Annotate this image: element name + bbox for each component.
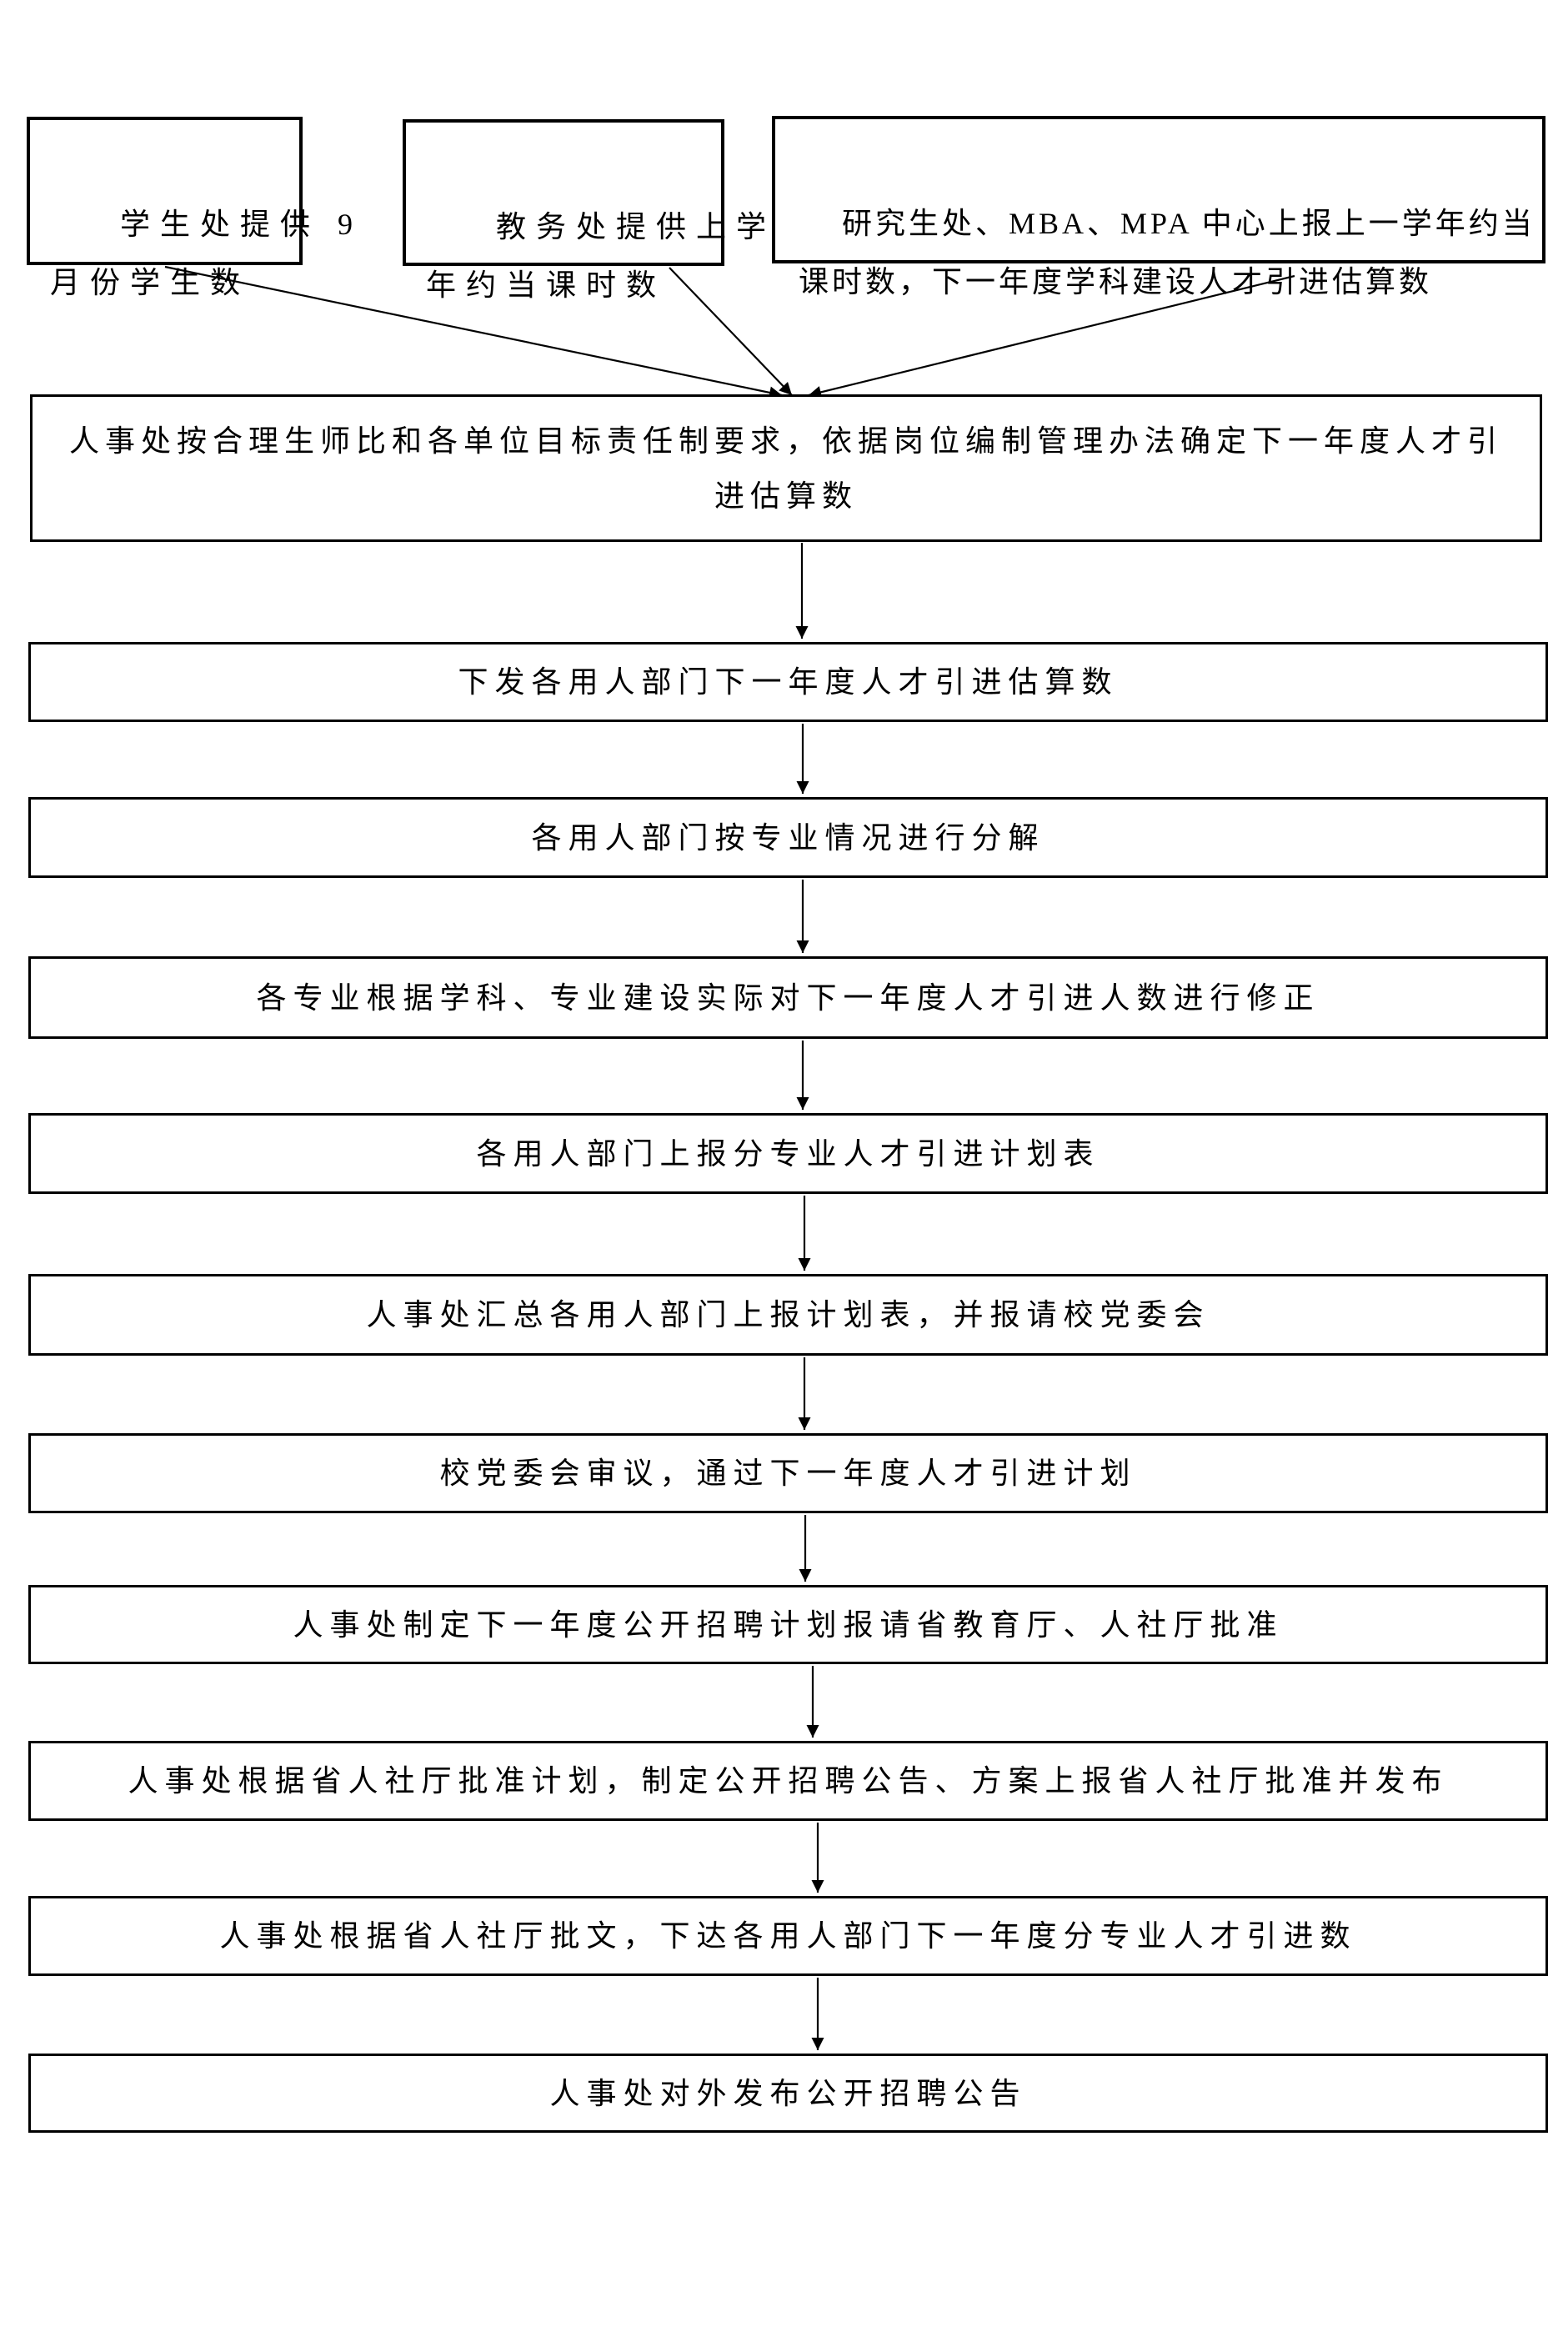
node-major-revision: 各专业根据学科、专业建设实际对下一年度人才引进人数进行修正 [28,956,1548,1039]
node-recruit-plan-approval: 人事处制定下一年度公开招聘计划报请省教育厅、人社厅批准 [28,1585,1548,1664]
node-publish-announcement: 人事处对外发布公开招聘公告 [28,2054,1548,2133]
node-issue-estimate: 下发各用人部门下一年度人才引进估算数 [28,642,1548,722]
node-label: 研究生处、MBA、MPA 中心上报上一学年约当 课时数，下一年度学科建设人才引进… [799,207,1535,298]
node-label: 人事处对外发布公开招聘公告 [549,2076,1027,2110]
node-student-office-source: 学生处提供 9 月份学生数 [27,117,353,299]
node-label: 校党委会审议，通过下一年度人才引进计划 [439,1457,1137,1490]
node-party-committee-review: 校党委会审议，通过下一年度人才引进计划 [28,1433,1548,1513]
node-academic-office-source: 教务处提供上学 年约当课时数 [403,119,766,302]
node-label: 下发各用人部门下一年度人才引进估算数 [458,665,1119,699]
node-hr-summary-report: 人事处汇总各用人部门上报计划表，并报请校党委会 [28,1274,1548,1356]
node-dept-plan-report: 各用人部门上报分专业人才引进计划表 [28,1113,1548,1194]
node-label: 人事处根据省人社厅批文，下达各用人部门下一年度分专业人才引进数 [219,1919,1357,1953]
node-label: 学生处提供 9 月份学生数 [50,208,363,299]
node-label: 人事处制定下一年度公开招聘计划报请省教育厅、人社厅批准 [293,1607,1284,1642]
node-label: 各专业根据学科、专业建设实际对下一年度人才引进人数进行修正 [256,980,1320,1015]
node-hr-estimate: 人事处按合理生师比和各单位目标责任制要求，依据岗位编制管理办法确定下一年度人才引… [30,394,1542,542]
node-label: 各用人部门按专业情况进行分解 [531,820,1045,855]
node-label: 教务处提供上学 年约当课时数 [426,210,777,302]
node-label: 人事处汇总各用人部门上报计划表，并报请校党委会 [366,1298,1210,1331]
node-graduate-office-source: 研究生处、MBA、MPA 中心上报上一学年约当 课时数，下一年度学科建设人才引进… [772,116,1545,298]
node-announcement-approval: 人事处根据省人社厅批准计划，制定公开招聘公告、方案上报省人社厅批准并发布 [28,1741,1548,1821]
node-dept-breakdown: 各用人部门按专业情况进行分解 [28,797,1548,878]
node-label: 人事处根据省人社厅批准计划，制定公开招聘公告、方案上报省人社厅批准并发布 [128,1764,1449,1798]
node-label: 人事处按合理生师比和各单位目标责任制要求，依据岗位编制管理办法确定下一年度人才引… [68,424,1503,513]
node-assign-quota: 人事处根据省人社厅批文，下达各用人部门下一年度分专业人才引进数 [28,1896,1548,1976]
node-label: 各用人部门上报分专业人才引进计划表 [476,1136,1100,1171]
arrow-academic-to-hr [669,267,793,396]
